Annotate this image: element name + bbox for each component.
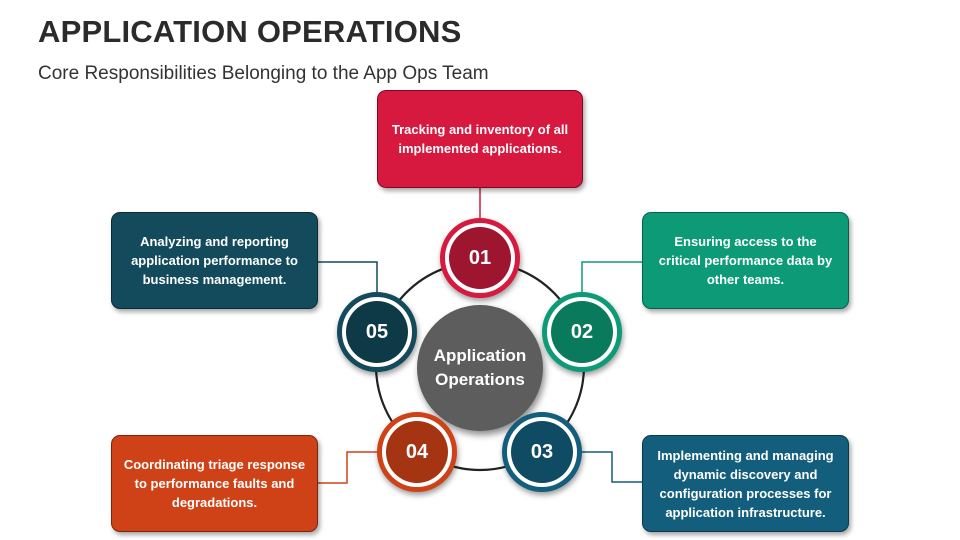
step-number-02: 02 (551, 301, 613, 363)
connector-05 (318, 261, 378, 292)
step-number-03: 03 (511, 421, 573, 483)
page-title: APPLICATION OPERATIONS (38, 14, 462, 49)
step-node-04: 04 (377, 412, 457, 492)
step-box-02: Ensuring access to the critical performa… (642, 212, 849, 309)
step-box-04: Coordinating triage response to performa… (111, 435, 318, 532)
hub-circle: Application Operations (417, 305, 543, 431)
connector-03 (582, 451, 642, 483)
step-text-02: Ensuring access to the critical performa… (658, 234, 833, 287)
step-number-01: 01 (449, 227, 511, 289)
hub-label: Application Operations (433, 346, 527, 389)
step-box-03: Implementing and managing dynamic discov… (642, 435, 849, 532)
step-node-03: 03 (502, 412, 582, 492)
page-subtitle: Core Responsibilities Belonging to the A… (38, 63, 489, 84)
connector-02 (581, 261, 642, 292)
step-node-02: 02 (542, 292, 622, 372)
step-box-01: Tracking and inventory of all implemente… (377, 90, 583, 188)
step-text-05: Analyzing and reporting application perf… (131, 234, 298, 287)
step-node-05: 05 (337, 292, 417, 372)
connector-04 (318, 451, 377, 484)
step-text-01: Tracking and inventory of all implemente… (391, 122, 569, 156)
step-number-05: 05 (346, 301, 408, 363)
step-text-03: Implementing and managing dynamic discov… (657, 447, 834, 520)
step-number-04: 04 (386, 421, 448, 483)
step-text-04: Coordinating triage response to performa… (123, 457, 306, 510)
step-node-01: 01 (440, 218, 520, 298)
step-box-05: Analyzing and reporting application perf… (111, 212, 318, 309)
